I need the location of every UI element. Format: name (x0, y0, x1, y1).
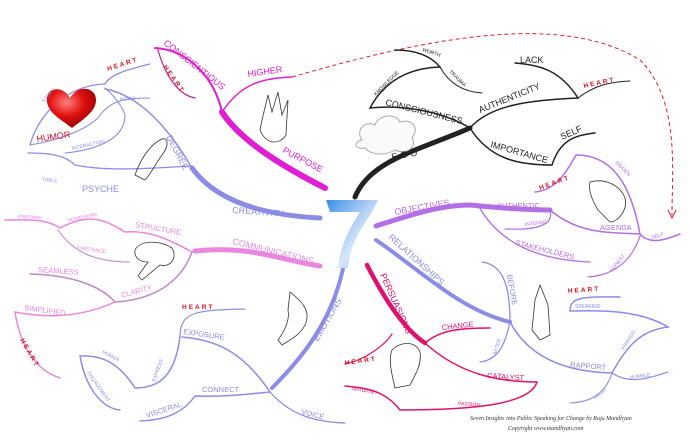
label-passion: PASSION (458, 401, 481, 409)
label-humor: HUMOR (36, 129, 72, 144)
branch-relationships (374, 238, 671, 404)
label-clarity: CLARITY (120, 283, 153, 300)
cloud-icon (355, 115, 416, 155)
label-honest: HONEST (609, 253, 627, 273)
label-ego: EGO (391, 147, 421, 162)
label-norm: NORM (120, 96, 136, 103)
label-emotions-heart: HEART (182, 304, 214, 311)
label-speaking: SPEAKING (575, 304, 601, 310)
label-higher: HIGHER (247, 64, 284, 79)
hand-raised-icon (259, 91, 289, 143)
label-tires: TIRES (42, 177, 58, 185)
branch-purpose (154, 47, 328, 191)
hand-open-icon (277, 291, 308, 346)
label-seamless: SEAMLESS (38, 265, 79, 277)
label-substance: SUBSTANCE (76, 245, 107, 255)
label-relationships-heart: HEART (568, 286, 601, 295)
branch-ego (352, 49, 631, 200)
label-agenda: AGENDA (600, 223, 632, 232)
caption-title: Seven Insights into Public Speaking for … (470, 415, 632, 422)
label-knowledge: KNOWLEDGE (373, 70, 401, 98)
hands-praying-icon (531, 283, 551, 341)
label-voice: VOICE (301, 407, 326, 421)
label-connect: CONNECT (202, 385, 240, 394)
label-self-objectives: SELF (651, 232, 665, 241)
label-intense: INTENSE (525, 220, 548, 228)
label-authenticity: AUTHENTICITY (477, 81, 541, 115)
label-human: HUMAN (101, 349, 120, 363)
label-interaction: INTERACTION (71, 139, 106, 152)
hand-pointing-icon (134, 241, 175, 281)
arrow-head-icon (667, 209, 677, 220)
label-change: CHANGE (441, 320, 474, 332)
label-humble: HUMBLE (629, 372, 651, 381)
label-psyche: PSYCHE (82, 184, 119, 194)
label-stakeholders: STAKEHOLDERS (515, 238, 576, 261)
branch-emotions (79, 256, 347, 424)
branch-communications (4, 218, 323, 379)
label-relationships: RELATIONSHIPS (387, 232, 447, 287)
heart-icon (46, 88, 96, 128)
label-persuasions: PERSUASIONS (378, 272, 414, 335)
label-objectives-heart: HEART (538, 174, 571, 192)
label-creativity: CREATIVITY (232, 205, 285, 219)
hand-fist-icon (389, 343, 421, 389)
label-persuasions-heart: HEART (344, 356, 377, 367)
label-lack: LACK (520, 55, 544, 65)
label-conscientious: CONSCIENTIOUS (162, 38, 227, 92)
label-purpose-heart: HEART (161, 64, 185, 95)
label-ego-heart: HEART (583, 76, 616, 90)
center-seven (326, 200, 378, 268)
branch-objectives (373, 154, 681, 278)
hand-pointing-down-icon (589, 180, 626, 223)
label-catalyst: CATALYST (487, 371, 525, 383)
label-after: AFTER (492, 338, 503, 356)
label-importance: IMPORTANCE (489, 139, 549, 165)
label-communications-heart: HEART (18, 338, 40, 370)
label-emotions: EMOTIONS (311, 296, 344, 343)
label-creativity-heart: HEART (106, 56, 139, 73)
label-homework: HOMEWORK (67, 212, 99, 224)
caption-copyright: Copyright www.mandhyan.com (508, 426, 584, 432)
hand-pinch-icon (134, 138, 168, 181)
label-degree: DEGREE (164, 133, 191, 171)
label-natural: NATURAL (352, 386, 376, 396)
label-rapport: RAPPORT (570, 360, 607, 372)
label-exposure: EXPOSURE (183, 327, 226, 342)
label-hidden: HIDDEN (614, 160, 632, 178)
label-trust: TRUST (592, 386, 609, 401)
label-worth: WORTH (421, 47, 441, 59)
label-prepare: PREPARE (18, 214, 43, 222)
label-structure: STRUCTURE (135, 220, 182, 237)
label-authentic: AUTHENTIC (497, 201, 541, 210)
branch-creativity (27, 63, 323, 221)
branch-persuasions (344, 262, 539, 411)
dashed-arrow (291, 33, 674, 216)
